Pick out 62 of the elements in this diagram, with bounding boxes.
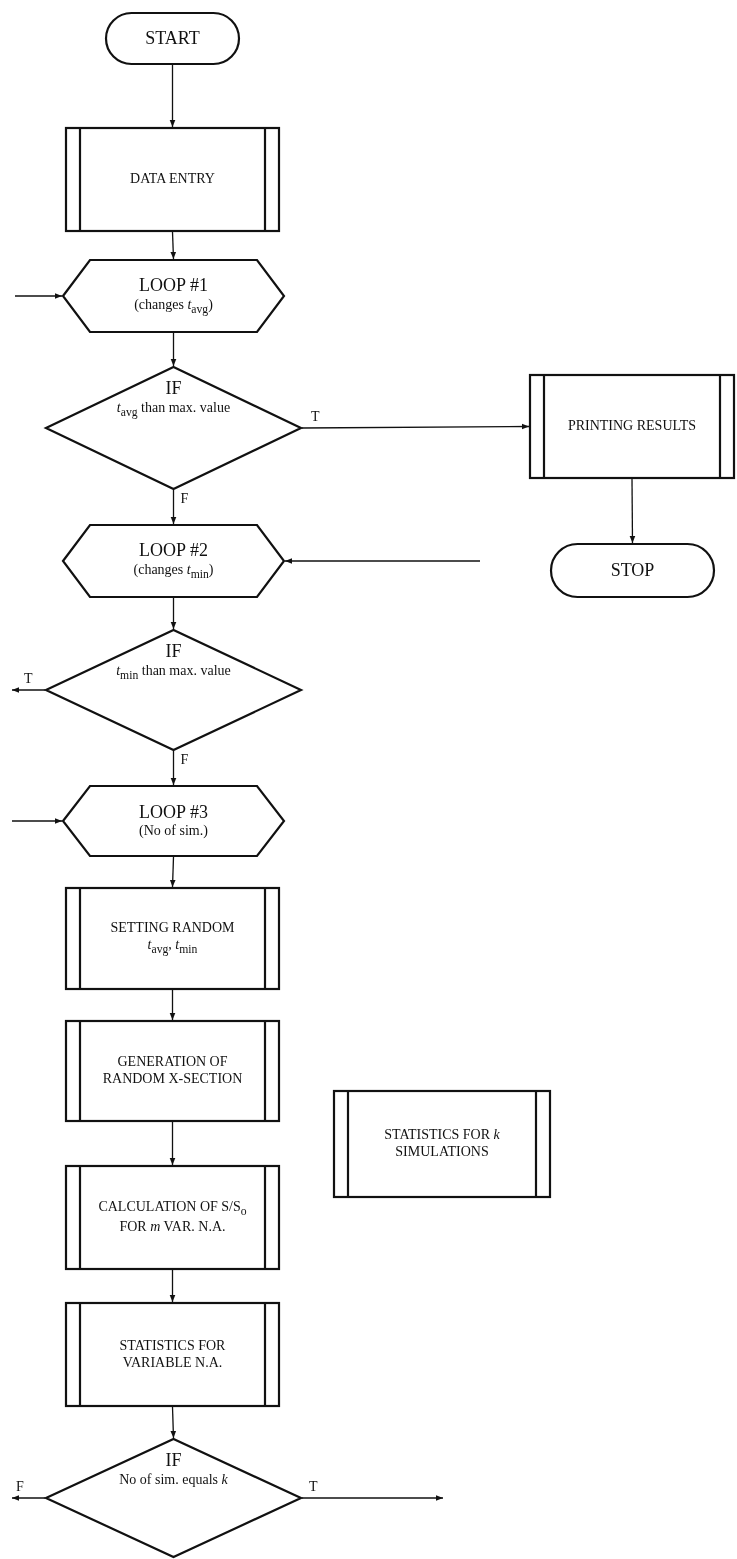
arrow xyxy=(170,489,177,525)
node-label: STOP xyxy=(610,559,655,582)
node-label: LOOP #3 xyxy=(139,801,208,824)
loop-hexagon xyxy=(62,524,285,598)
node-label: (changes t$_{avg}$) xyxy=(134,296,213,317)
node-label: SETTING RANDOM xyxy=(110,920,235,937)
node-label: IF xyxy=(165,1450,182,1472)
process-box xyxy=(65,1302,280,1407)
arrow xyxy=(169,64,176,128)
process-box xyxy=(529,374,735,479)
process-box xyxy=(65,1020,280,1122)
node-label: t$_{avg}$ than max. value xyxy=(116,399,231,420)
process-box xyxy=(65,1165,280,1270)
terminal-box xyxy=(550,543,715,598)
edge-label: T xyxy=(23,672,34,686)
node-label: No of sim. equals k xyxy=(119,1471,228,1489)
arrow xyxy=(170,750,177,786)
arrow xyxy=(169,989,176,1021)
arrow xyxy=(301,1495,444,1501)
arrow xyxy=(169,856,176,888)
node-label: DATA ENTRY xyxy=(130,171,215,188)
arrow xyxy=(284,558,481,564)
arrow xyxy=(629,478,636,544)
arrow xyxy=(170,1406,177,1439)
node-label: IF xyxy=(165,378,182,400)
arrow xyxy=(14,293,63,299)
node-label: t$_{min}$ than max. value xyxy=(116,662,231,683)
arrow xyxy=(301,423,530,430)
node-label: GENERATION OF RANDOM X-SECTION xyxy=(101,1054,244,1088)
edge-label: T xyxy=(308,1480,319,1494)
process-box xyxy=(333,1090,551,1198)
arrow xyxy=(169,1121,176,1166)
arrow xyxy=(170,231,177,260)
node-label: (changes t$_{min}$) xyxy=(133,561,214,582)
node-label: IF xyxy=(165,641,182,663)
arrow xyxy=(11,687,46,693)
decision-diamond xyxy=(45,629,302,751)
node-label: STATISTICS FOR VARIABLE N.A. xyxy=(118,1337,227,1372)
decision-diamond xyxy=(45,366,302,490)
node-label: CALCULATION OF S/S$_{o}$ FOR m VAR. N.A. xyxy=(97,1199,248,1236)
loop-hexagon xyxy=(62,785,285,857)
edge-label: F xyxy=(15,1480,25,1494)
arrow xyxy=(169,1269,176,1303)
edge-label: F xyxy=(179,753,190,767)
node-label: START xyxy=(145,27,200,50)
node-label: PRINTING RESULTS xyxy=(567,418,697,435)
decision-diamond xyxy=(45,1438,302,1558)
arrow xyxy=(11,818,63,824)
node-label: STATISTICS FOR k SIMULATIONS xyxy=(383,1127,501,1161)
node-label: t$_{avg}$, t$_{min}$ xyxy=(147,937,198,957)
arrow xyxy=(170,332,177,367)
loop-hexagon xyxy=(62,259,285,333)
process-box xyxy=(65,127,280,232)
edge-label: F xyxy=(179,492,190,506)
arrow xyxy=(170,597,177,630)
node-label: LOOP #1 xyxy=(139,275,208,297)
node-label: LOOP #2 xyxy=(139,540,208,562)
process-box xyxy=(65,887,280,990)
node-label: (No of sim.) xyxy=(139,823,208,841)
terminal-box xyxy=(105,12,240,65)
edge-label: T xyxy=(310,410,321,424)
arrow xyxy=(11,1495,46,1501)
